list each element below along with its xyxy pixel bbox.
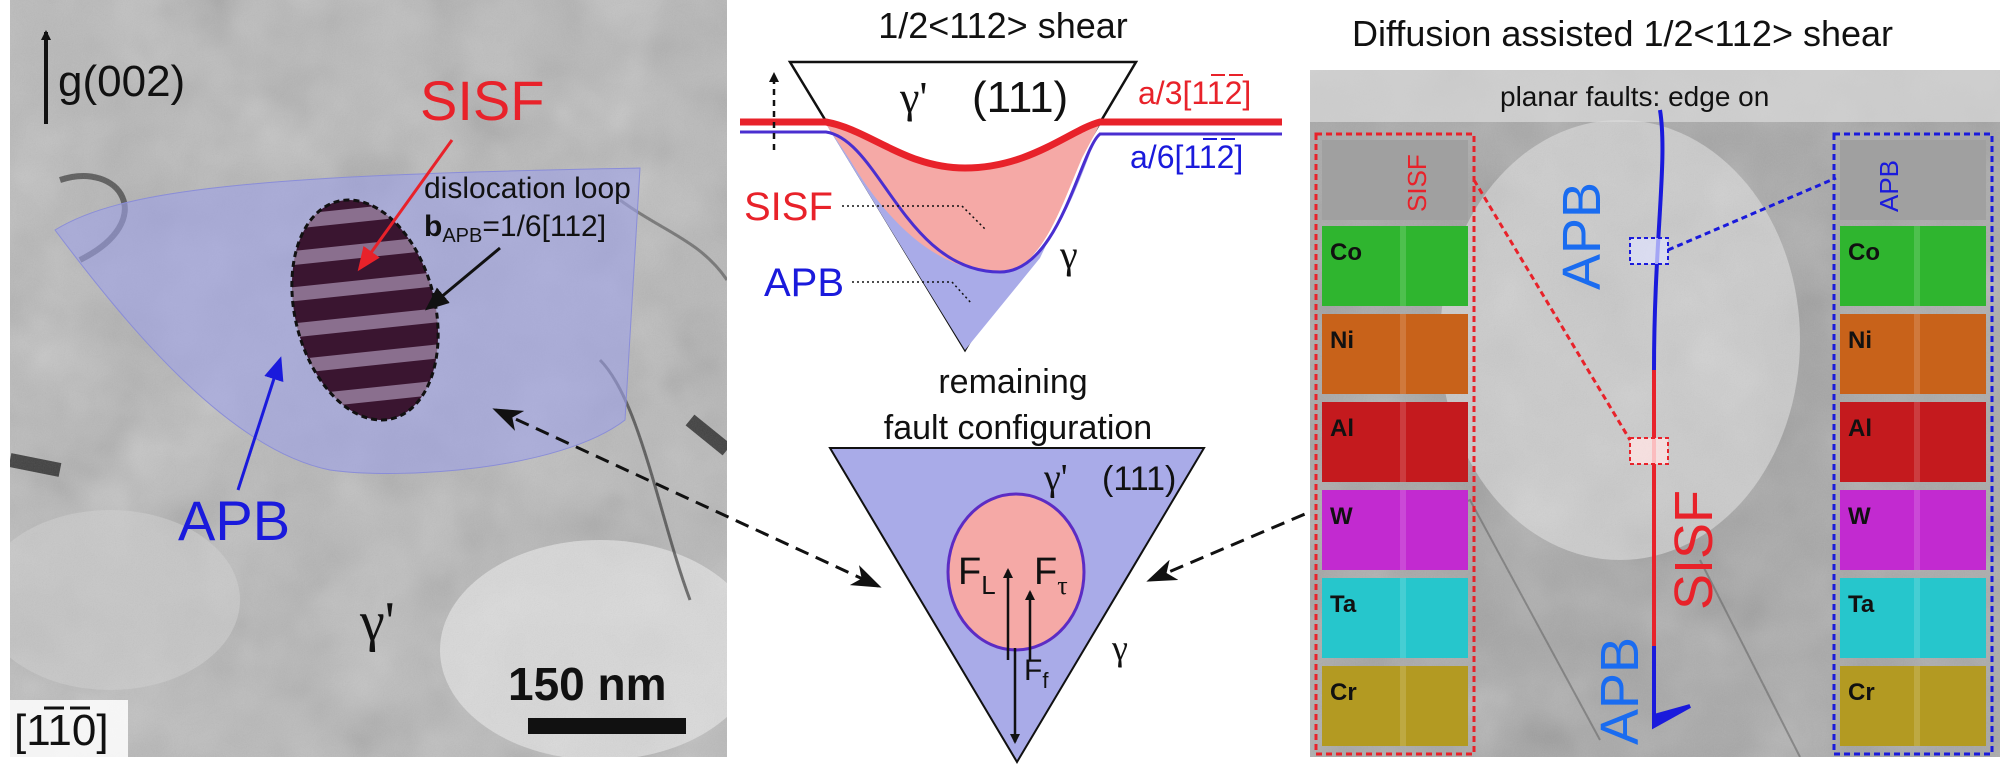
top-title: 1/2<112> shear	[878, 5, 1128, 46]
apb-tile-cr	[1840, 666, 1986, 746]
sisf-arrow	[357, 139, 454, 272]
fault-trace-apb-bottom	[1652, 646, 1691, 730]
bottom-gamma-prime: γ'	[1043, 457, 1068, 499]
apb-tile-ni	[1840, 314, 1986, 394]
apb-tile-ta	[1840, 578, 1986, 658]
bottom-plane: (111)	[1102, 460, 1176, 498]
apb-tile-w	[1840, 490, 1986, 570]
sisf-fault-stripe-ta	[1400, 578, 1406, 658]
force-f-label: Ff	[1024, 654, 1049, 693]
sisf-tile-co	[1322, 226, 1468, 306]
apb-haadf-tile	[1840, 140, 1986, 220]
apb-tile-co	[1840, 226, 1986, 306]
apb-fault-stripe-ni	[1914, 314, 1920, 394]
sisf-tile-ni	[1322, 314, 1468, 394]
bottom-gamma: γ	[1111, 628, 1128, 668]
apb-element-label-al: Al	[1848, 415, 1872, 442]
sisf-haadf-tile	[1322, 140, 1468, 220]
apb-tile-al	[1840, 402, 1986, 482]
sisf-fault-stripe-cr	[1400, 666, 1406, 746]
fault-trace-apb-top	[1652, 109, 1665, 371]
loop-label: dislocation loop	[424, 172, 631, 205]
sisf-tile-cr	[1322, 666, 1468, 746]
a6-line	[740, 130, 1282, 274]
right-subtitle: planar faults: edge on	[1500, 81, 1769, 112]
g-vector-label: g(002)	[58, 57, 185, 106]
apb-element-label-ta: Ta	[1848, 591, 1875, 618]
apb-fault-stripe-al	[1914, 402, 1920, 482]
apb-element-label-co: Co	[1848, 239, 1880, 266]
right-sisf-label: SISF	[1664, 490, 1724, 610]
right-title: Diffusion assisted 1/2<112> shear	[1352, 13, 1893, 54]
top-sisf-label: SISF	[744, 185, 833, 229]
sisf-strip-label: SISF	[1402, 154, 1432, 212]
top-apb-label: APB	[764, 261, 844, 305]
sisf-tile-w	[1322, 490, 1468, 570]
apb-probe-link	[1667, 176, 1837, 252]
loop-arrow	[424, 246, 501, 311]
sisf-element-label-co: Co	[1330, 239, 1362, 266]
apb-leader	[852, 281, 973, 305]
sisf-leader	[842, 205, 987, 231]
scale-bar	[528, 718, 686, 734]
apb-fault-stripe-ta	[1914, 578, 1920, 658]
apb-probe-box	[1629, 237, 1669, 265]
force-L-label: FL	[958, 551, 996, 600]
sisf-element-label-cr: Cr	[1330, 679, 1357, 706]
burgers-vector: bAPB=1/6[112]	[424, 210, 606, 247]
top-plane: (111)	[972, 73, 1068, 122]
sisf-element-label-w: W	[1330, 503, 1353, 530]
zone-axis-bg	[10, 700, 128, 757]
apb-arrow	[236, 356, 284, 491]
top-gamma-prime: γ'	[899, 73, 927, 122]
sisf-tile-al	[1322, 402, 1468, 482]
apb-element-label-cr: Cr	[1848, 679, 1875, 706]
sisf-fault-stripe-co	[1400, 226, 1406, 306]
sisf-label: SISF	[420, 69, 544, 132]
scale-bar-label: 150 nm	[508, 658, 667, 710]
sisf-element-label-ta: Ta	[1330, 591, 1357, 618]
right-apb-top-label: APB	[1552, 182, 1612, 290]
sisf-probe-box	[1629, 437, 1669, 465]
sisf-element-label-al: Al	[1330, 415, 1354, 442]
apb-fault-stripe-co	[1914, 226, 1920, 306]
link-left-arrow	[492, 408, 882, 588]
zone-axis-label: [110]	[14, 706, 109, 755]
apb-element-label-ni: Ni	[1848, 327, 1872, 354]
gamma-prime-label: γ'	[359, 591, 395, 653]
bottom-title-1: remaining	[938, 363, 1087, 401]
sisf-tile-ta	[1322, 578, 1468, 658]
sisf-fault-stripe-ni	[1400, 314, 1406, 394]
bottom-title-2: fault configuration	[884, 409, 1152, 447]
top-gamma: γ	[1059, 232, 1078, 277]
a3-line	[740, 118, 1282, 172]
apb-label: APB	[178, 489, 290, 552]
right-apb-bottom-label: APB	[1590, 637, 1650, 745]
sisf-element-label-ni: Ni	[1330, 327, 1354, 354]
sisf-area-top	[826, 124, 1100, 272]
vec-a3-label: a/3[112]	[1138, 75, 1251, 111]
apb-fault-stripe-cr	[1914, 666, 1920, 746]
sisf-fault-stripe-al	[1400, 402, 1406, 482]
force-tau-label: Fτ	[1034, 551, 1068, 600]
sisf-probe-link	[1472, 179, 1632, 441]
apb-strip-label: APB	[1874, 160, 1904, 212]
left-micrograph	[10, 0, 727, 757]
apb-element-label-w: W	[1848, 503, 1871, 530]
vec-a6-label: a/6[112]	[1130, 139, 1243, 175]
apb-fault-stripe-w	[1914, 490, 1920, 570]
sisf-fault-stripe-w	[1400, 490, 1406, 570]
